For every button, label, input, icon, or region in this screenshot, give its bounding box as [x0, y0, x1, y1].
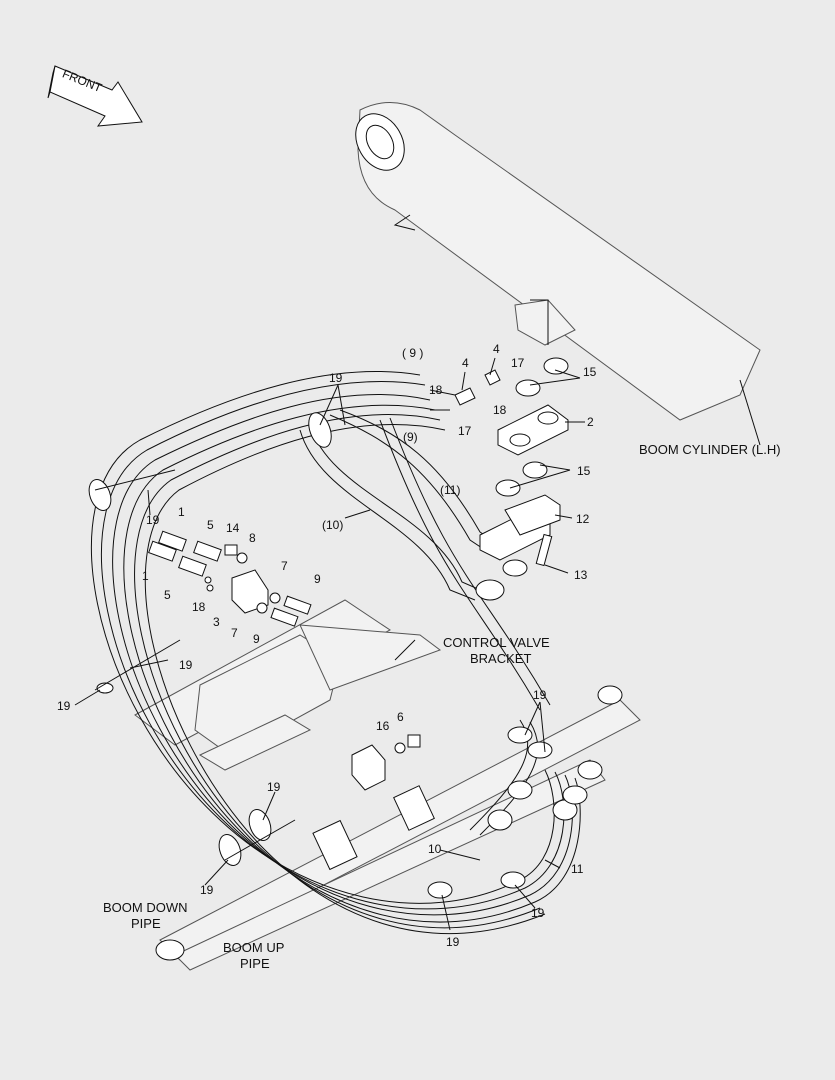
callout-19g: 19: [200, 883, 214, 897]
callout-1a: 1: [178, 505, 185, 519]
callout-18c: 18: [192, 600, 206, 614]
leader-lines: [74, 357, 761, 931]
boom-up-pipe-label-2: PIPE: [240, 956, 270, 971]
callout-9-paren-top: ( 9 ): [402, 346, 423, 360]
callout-1b: 1: [142, 569, 149, 583]
control-valve-bracket-label-2: BRACKET: [470, 651, 531, 666]
callout-8: 8: [249, 531, 256, 545]
lower-fittings: [351, 734, 588, 831]
callout-17b: 17: [458, 424, 472, 438]
callout-2: 2: [587, 415, 594, 429]
callout-10-paren: (10): [322, 518, 343, 532]
boom-cylinder-label: BOOM CYLINDER (L.H): [639, 442, 781, 457]
callout-15a: 15: [583, 365, 597, 379]
callout-19a: 19: [329, 371, 343, 385]
boom-up-pipe-label-1: BOOM UP: [223, 940, 284, 955]
front-arrow: FRONT: [47, 65, 143, 127]
callout-17a: 17: [511, 356, 525, 370]
callout-19i: 19: [446, 935, 460, 949]
callout-19d: 19: [57, 699, 71, 713]
boom-cylinder: [355, 102, 761, 421]
control-valve-bracket-label-1: CONTROL VALVE: [443, 635, 550, 650]
callout-15b: 15: [577, 464, 591, 478]
callout-9b: 9: [253, 632, 260, 646]
callout-12: 12: [576, 512, 590, 526]
callout-5a: 5: [207, 518, 214, 532]
flange-assembly: [454, 357, 569, 601]
callout-7a: 7: [281, 559, 288, 573]
callout-19e: 19: [533, 688, 547, 702]
callout-9a: 9: [314, 572, 321, 586]
callout-6: 6: [397, 710, 404, 724]
callout-5b: 5: [164, 588, 171, 602]
hose-clamps: [88, 412, 553, 899]
callout-11-paren: (11): [440, 483, 460, 497]
callout-16: 16: [376, 719, 390, 733]
control-valve-bracket: [134, 599, 442, 771]
callout-19h: 19: [531, 906, 545, 920]
callout-18b: 18: [493, 403, 507, 417]
callout-14: 14: [226, 521, 240, 535]
callout-13: 13: [574, 568, 588, 582]
callout-18a: 18: [429, 383, 443, 397]
fitting-group: [148, 530, 312, 627]
callout-4b: 4: [493, 342, 500, 356]
boom-down-pipe-label-1: BOOM DOWN: [103, 900, 188, 915]
callout-3: 3: [213, 615, 220, 629]
callout-10: 10: [428, 842, 442, 856]
callout-11: 11: [571, 862, 584, 876]
callout-19c: 19: [179, 658, 193, 672]
callout-9-paren-mid: (9): [403, 430, 418, 444]
callout-19f: 19: [267, 780, 281, 794]
boom-down-pipe-label-2: PIPE: [131, 916, 161, 931]
callout-19b: 19: [146, 513, 160, 527]
callout-4a: 4: [462, 356, 469, 370]
callout-7b: 7: [231, 626, 238, 640]
